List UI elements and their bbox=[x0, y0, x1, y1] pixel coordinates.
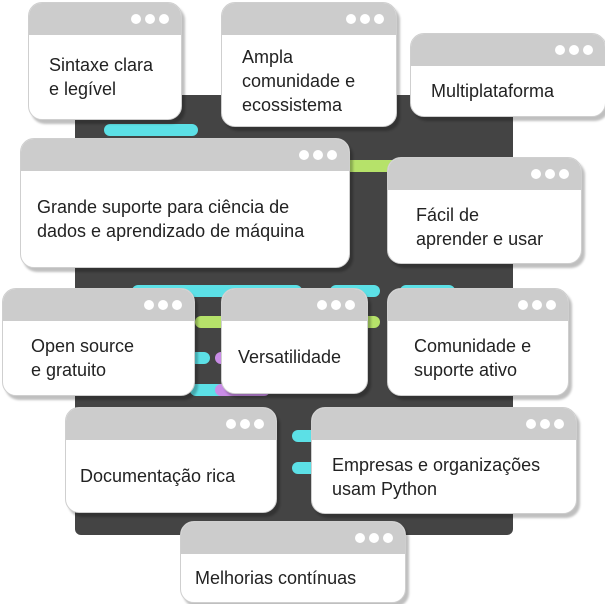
dot-icon bbox=[131, 14, 141, 24]
three-dots-icon bbox=[346, 14, 384, 24]
window-title-bar bbox=[312, 408, 576, 440]
three-dots-icon bbox=[131, 14, 169, 24]
dot-icon bbox=[518, 300, 528, 310]
feature-card-documentacao: Documentação rica bbox=[65, 407, 277, 513]
three-dots-icon bbox=[518, 300, 556, 310]
dot-icon bbox=[158, 300, 168, 310]
feature-text: Versatilidade bbox=[238, 347, 342, 367]
feature-text: Documentação rica bbox=[80, 466, 236, 486]
three-dots-icon bbox=[226, 419, 264, 429]
three-dots-icon bbox=[555, 45, 593, 55]
dot-icon bbox=[145, 14, 155, 24]
three-dots-icon bbox=[317, 300, 355, 310]
dot-icon bbox=[144, 300, 154, 310]
window-title-bar bbox=[388, 289, 568, 321]
three-dots-icon bbox=[299, 150, 337, 160]
dot-icon bbox=[317, 300, 327, 310]
three-dots-icon bbox=[526, 419, 564, 429]
feature-text: Multiplataforma bbox=[431, 81, 555, 101]
dot-icon bbox=[583, 45, 593, 55]
window-title-bar bbox=[29, 3, 181, 35]
dot-icon bbox=[555, 45, 565, 55]
dot-icon bbox=[569, 45, 579, 55]
three-dots-icon bbox=[355, 533, 393, 543]
dot-icon bbox=[369, 533, 379, 543]
three-dots-icon bbox=[531, 169, 569, 179]
dot-icon bbox=[383, 533, 393, 543]
dot-icon bbox=[226, 419, 236, 429]
window-title-bar bbox=[222, 289, 367, 321]
dot-icon bbox=[345, 300, 355, 310]
dot-icon bbox=[532, 300, 542, 310]
feature-card-melhorias: Melhorias contínuas bbox=[180, 521, 406, 603]
window-title-bar bbox=[222, 3, 396, 35]
dot-icon bbox=[299, 150, 309, 160]
code-line bbox=[190, 352, 210, 364]
dot-icon bbox=[554, 419, 564, 429]
window-title-bar bbox=[21, 139, 349, 171]
dot-icon bbox=[331, 300, 341, 310]
dot-icon bbox=[355, 533, 365, 543]
feature-card-multiplataforma: Multiplataforma bbox=[410, 33, 605, 117]
dot-icon bbox=[346, 14, 356, 24]
dot-icon bbox=[540, 419, 550, 429]
dot-icon bbox=[240, 419, 250, 429]
window-title-bar bbox=[411, 34, 605, 66]
dot-icon bbox=[545, 169, 555, 179]
dot-icon bbox=[360, 14, 370, 24]
dot-icon bbox=[172, 300, 182, 310]
dot-icon bbox=[327, 150, 337, 160]
dot-icon bbox=[254, 419, 264, 429]
dot-icon bbox=[313, 150, 323, 160]
window-title-bar bbox=[3, 289, 194, 321]
window-title-bar bbox=[181, 522, 405, 554]
code-line bbox=[340, 160, 400, 172]
dot-icon bbox=[374, 14, 384, 24]
three-dots-icon bbox=[144, 300, 182, 310]
feature-text: Melhorias contínuas bbox=[195, 568, 357, 588]
dot-icon bbox=[159, 14, 169, 24]
dot-icon bbox=[559, 169, 569, 179]
dot-icon bbox=[526, 419, 536, 429]
dot-icon bbox=[531, 169, 541, 179]
window-title-bar bbox=[388, 158, 581, 190]
feature-card-versatilidade: Versatilidade bbox=[221, 288, 368, 394]
window-title-bar bbox=[66, 408, 276, 440]
dot-icon bbox=[546, 300, 556, 310]
code-line bbox=[104, 124, 198, 136]
